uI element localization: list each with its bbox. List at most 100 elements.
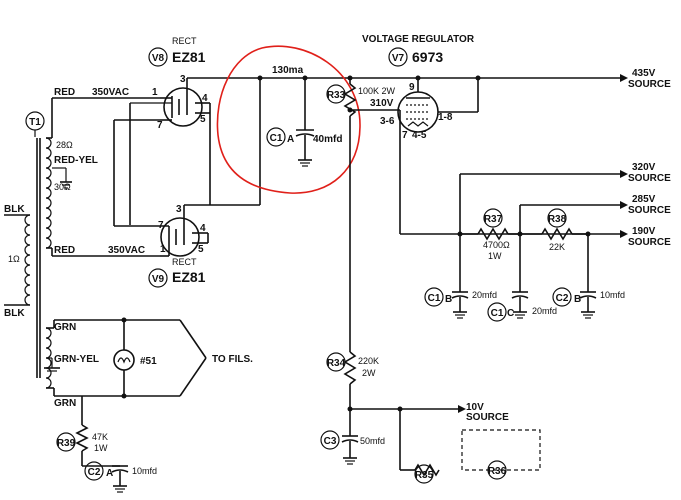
output-190v: 190V SOURCE <box>628 226 671 248</box>
output-320v: 320V SOURCE <box>628 162 671 184</box>
out-320-s: SOURCE <box>628 173 671 184</box>
r39-ref: R39 <box>57 438 76 449</box>
output-285v: 285V SOURCE <box>628 194 671 216</box>
v8-pin7: 7 <box>157 120 163 131</box>
t1-ref: T1 <box>29 117 41 128</box>
reg-pin36: 3-6 <box>380 116 395 127</box>
voltage-regulator-v7: VOLTAGE REGULATOR V7 6973 9 310V 3-6 1-8… <box>362 34 481 234</box>
rectifier-v9: 3 4 5 7 1 RECT V9 EZ81 <box>148 204 209 288</box>
r37-ref: R37 <box>484 214 503 225</box>
output-435v: 435V SOURCE <box>628 68 671 90</box>
r37-watt: 1W <box>488 251 502 261</box>
r36-ref: R36 <box>488 466 507 477</box>
c2b-suffix: B <box>574 294 581 305</box>
src10-s: SOURCE <box>466 412 509 423</box>
grn-bot-label: GRN <box>54 398 76 409</box>
c1b-ref: C1 <box>428 293 441 304</box>
pri-bot-label: BLK <box>4 308 25 319</box>
c1c-ref: C1 <box>491 308 504 319</box>
v8-pin4: 4 <box>202 93 208 104</box>
v8-pin3: 3 <box>180 74 186 85</box>
r34-ref: R34 <box>327 358 346 369</box>
r35-ref: R35 <box>415 470 434 481</box>
c2a-value: 10mfd <box>132 466 157 476</box>
r38-ref: R38 <box>548 214 567 225</box>
ohm28-label: 28Ω <box>56 140 73 150</box>
v8-ref: V8 <box>152 53 165 64</box>
redyel-label: RED-YEL <box>54 155 98 166</box>
v9-title: RECT <box>172 257 197 267</box>
resistor-r34 <box>343 351 357 385</box>
pri-top-label: BLK <box>4 204 25 215</box>
red-bot-label: RED <box>54 245 75 256</box>
highlight-circle <box>216 45 361 194</box>
lamp-ref: #51 <box>140 356 157 367</box>
out-320-v: 320V <box>632 162 656 173</box>
c1b-suffix: B <box>445 294 452 305</box>
r33-ref: R33 <box>327 90 346 101</box>
r33-value: 100K 2W <box>358 86 396 96</box>
fils-label: TO FILS. <box>212 354 253 365</box>
v9-pin3: 3 <box>176 204 182 215</box>
capacitor-c1c: C1 C 20mfd <box>487 291 557 322</box>
v8-pin1: 1 <box>152 87 158 98</box>
v9-tube: EZ81 <box>172 269 206 285</box>
resistor-r38 <box>541 227 573 241</box>
v9-pin4: 4 <box>200 223 206 234</box>
reg-pin18: 1-8 <box>438 112 453 123</box>
v9-pin5: 5 <box>198 244 204 255</box>
pri-mid-label: 1Ω <box>8 254 20 264</box>
r34-value: 220K <box>358 356 379 366</box>
v8-pin5: 5 <box>200 114 206 125</box>
out-435-s: SOURCE <box>628 79 671 90</box>
v8-title: RECT <box>172 36 197 46</box>
resistor-r37 <box>477 227 509 241</box>
capacitor-c2a: C2 A 10mfd <box>84 461 157 493</box>
c3-ref: C3 <box>324 436 337 447</box>
v9-ref: V9 <box>152 274 165 285</box>
vac-top-label: 350VAC <box>92 87 129 98</box>
v9-pin1: 1 <box>160 244 166 255</box>
capacitor-c1a: C1 A 40mfd <box>266 75 342 167</box>
c2a-suffix: A <box>106 468 113 479</box>
reg-tube: 6973 <box>412 49 443 65</box>
hv-secondary-coil <box>45 137 52 249</box>
c1a-ref: C1 <box>270 133 283 144</box>
r39-watt: 1W <box>94 443 108 453</box>
capacitor-c1b: C1 B 20mfd <box>424 287 497 319</box>
r36-box <box>461 429 541 471</box>
v8-tube: EZ81 <box>172 49 206 65</box>
r37-value: 4700Ω <box>483 240 510 250</box>
reg-ref: V7 <box>392 53 405 64</box>
lamp-51 <box>113 349 135 371</box>
c1c-suffix: C <box>507 308 514 319</box>
current-label: 130ma <box>272 65 304 76</box>
r39-value: 47K <box>92 432 108 442</box>
reg-volt: 310V <box>370 98 394 109</box>
c2a-ref: C2 <box>88 467 101 478</box>
r34-watt: 2W <box>362 368 376 378</box>
out-190-v: 190V <box>632 226 656 237</box>
c2b-value: 10mfd <box>600 290 625 300</box>
c1b-value: 20mfd <box>472 290 497 300</box>
vac-bot-label: 350VAC <box>108 245 145 256</box>
c1a-value: 40mfd <box>313 134 342 145</box>
r38-value: 22K <box>549 242 565 252</box>
reg-pin7: 7 <box>402 130 408 141</box>
out-285-s: SOURCE <box>628 205 671 216</box>
capacitor-c2b: C2 B 10mfd <box>552 287 625 319</box>
out-190-s: SOURCE <box>628 237 671 248</box>
c1c-value: 20mfd <box>532 306 557 316</box>
out-285-v: 285V <box>632 194 656 205</box>
capacitor-c3: C3 50mfd <box>320 430 385 465</box>
src10-v: 10V <box>466 402 484 413</box>
c2b-ref: C2 <box>556 293 569 304</box>
resistor-r39 <box>75 424 89 452</box>
out-435-v: 435V <box>632 68 656 79</box>
grnyel-label: GRN-YEL <box>54 354 99 365</box>
grn-top-label: GRN <box>54 322 76 333</box>
reg-title: VOLTAGE REGULATOR <box>362 34 475 45</box>
transformer-t1: T1 BLK 1Ω BLK RED RED 28Ω RED-YEL 30Ω <box>4 87 160 409</box>
red-top-label: RED <box>54 87 75 98</box>
